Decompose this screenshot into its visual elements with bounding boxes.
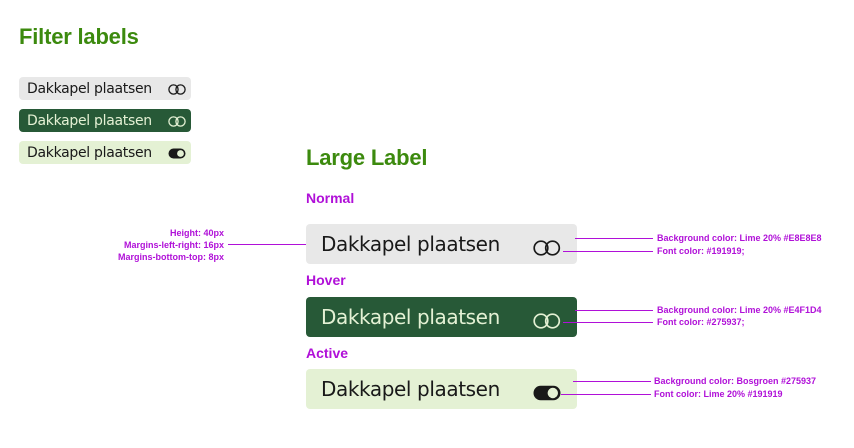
state-label-normal: Normal [306, 190, 355, 206]
annotation-line [563, 322, 653, 323]
filter-labels-title: Filter labels [19, 24, 139, 49]
spec-annotation: Height: 40px Margins-left-right: 16px Ma… [90, 227, 224, 263]
annotation-hover-bg: Background color: Lime 20% #E4F1D4 [657, 305, 822, 315]
annotation-normal-font: Font color: #191919; [657, 246, 745, 256]
chip-label: Dakkapel plaatsen [27, 144, 152, 161]
annotation-hover-font: Font color: #275937; [657, 317, 745, 327]
chip-label: Dakkapel plaatsen [321, 305, 500, 329]
toggle-off-icon [168, 115, 186, 131]
chip-label: Dakkapel plaatsen [321, 377, 500, 401]
large-chip-normal[interactable]: Dakkapel plaatsen [306, 224, 577, 264]
spec-margin-lr: Margins-left-right: 16px [123, 240, 224, 250]
chip-label: Dakkapel plaatsen [27, 112, 152, 129]
filter-chip-normal[interactable]: Dakkapel plaatsen [19, 77, 191, 100]
spec-margin-tb: Margins-bottom-top: 8px [118, 252, 224, 262]
annotation-active-bg: Background color: Bosgroen #275937 [654, 376, 817, 386]
toggle-on-icon [533, 382, 561, 406]
chip-label: Dakkapel plaatsen [321, 232, 500, 256]
spec-leader-line [228, 244, 306, 245]
large-chip-active[interactable]: Dakkapel plaatsen [306, 369, 577, 409]
toggle-on-icon [168, 147, 186, 163]
annotation-line [573, 381, 651, 382]
toggle-off-icon [168, 83, 186, 99]
annotation-normal-bg: Background color: Lime 20% #E8E8E8 [657, 233, 822, 243]
chip-label: Dakkapel plaatsen [27, 80, 152, 97]
annotation-active-font: Font color: Lime 20% #191919 [654, 389, 783, 399]
annotation-line [561, 394, 651, 395]
state-label-active: Active [306, 345, 349, 361]
state-label-hover: Hover [306, 272, 346, 288]
spec-height: Height: 40px [169, 228, 224, 238]
annotation-line [575, 310, 653, 311]
annotation-line [563, 251, 653, 252]
annotation-line [575, 238, 653, 239]
toggle-off-icon [533, 310, 561, 334]
large-chip-hover[interactable]: Dakkapel plaatsen [306, 297, 577, 337]
filter-chip-active[interactable]: Dakkapel plaatsen [19, 141, 191, 164]
filter-chip-hover[interactable]: Dakkapel plaatsen [19, 109, 191, 132]
large-label-title: Large Label [306, 145, 428, 170]
toggle-off-icon [533, 237, 561, 261]
